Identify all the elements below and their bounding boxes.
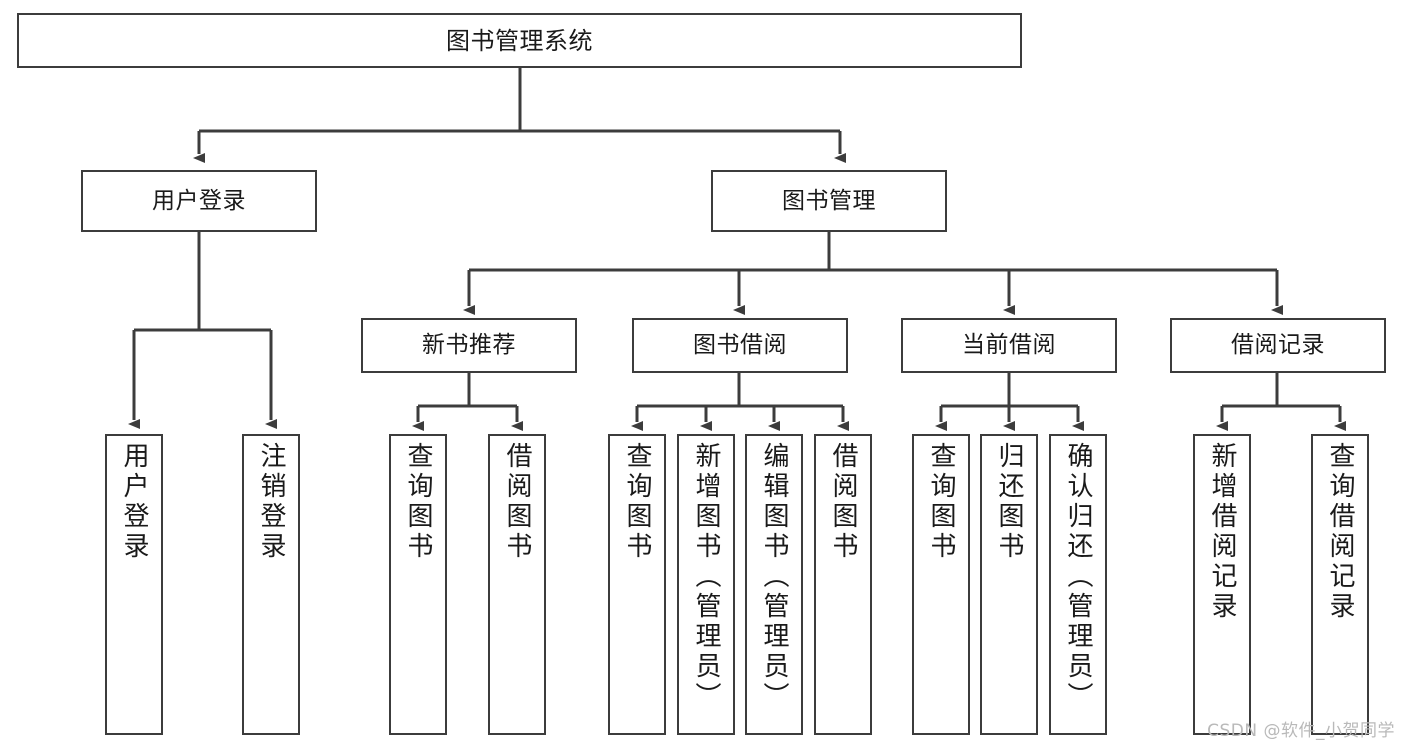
node-borrow-record[interactable]: 借阅记录 [1170, 318, 1386, 373]
leaf-current-borrow-return-book-label: 归还图书 [994, 442, 1024, 562]
node-user-login-label: 用户登录 [152, 187, 246, 214]
leaf-new-book-borrow-book-label: 借阅图书 [502, 442, 532, 562]
leaf-current-borrow-confirm-return[interactable]: 确认归还（管理员） [1049, 434, 1107, 735]
leaf-user-login-logout-label: 注销登录 [256, 442, 286, 562]
node-borrow-record-label: 借阅记录 [1231, 332, 1325, 359]
leaf-new-book-query-book-label: 查询图书 [403, 442, 433, 562]
leaf-user-login-logout[interactable]: 注销登录 [242, 434, 300, 735]
leaf-new-book-borrow-book[interactable]: 借阅图书 [488, 434, 546, 735]
leaf-book-borrow-query-book[interactable]: 查询图书 [608, 434, 666, 735]
leaf-borrow-record-query-record-label: 查询借阅记录 [1325, 442, 1355, 622]
csdn-watermark: CSDN @软件_小贺同学 [1207, 721, 1395, 741]
leaf-borrow-record-add-record[interactable]: 新增借阅记录 [1193, 434, 1251, 735]
leaf-book-borrow-edit-book[interactable]: 编辑图书（管理员） [745, 434, 803, 735]
node-new-book-recommend-label: 新书推荐 [422, 332, 516, 359]
leaf-book-borrow-edit-book-label: 编辑图书（管理员） [759, 442, 789, 712]
leaf-book-borrow-add-book[interactable]: 新增图书（管理员） [677, 434, 735, 735]
leaf-user-login-login[interactable]: 用户登录 [105, 434, 163, 735]
node-current-borrow-label: 当前借阅 [962, 332, 1056, 359]
leaf-current-borrow-query-book[interactable]: 查询图书 [912, 434, 970, 735]
leaf-borrow-record-add-record-label: 新增借阅记录 [1207, 442, 1237, 622]
leaf-borrow-record-query-record[interactable]: 查询借阅记录 [1311, 434, 1369, 735]
leaf-current-borrow-query-book-label: 查询图书 [926, 442, 956, 562]
node-user-login[interactable]: 用户登录 [81, 170, 317, 232]
node-new-book-recommend[interactable]: 新书推荐 [361, 318, 577, 373]
node-book-management-label: 图书管理 [782, 187, 876, 214]
leaf-book-borrow-add-book-label: 新增图书（管理员） [691, 442, 721, 712]
leaf-user-login-login-label: 用户登录 [119, 442, 149, 562]
leaf-book-borrow-borrow-book[interactable]: 借阅图书 [814, 434, 872, 735]
leaf-book-borrow-borrow-book-label: 借阅图书 [828, 442, 858, 562]
leaf-book-borrow-query-book-label: 查询图书 [622, 442, 652, 562]
node-root-label: 图书管理系统 [446, 26, 593, 55]
leaf-current-borrow-return-book[interactable]: 归还图书 [980, 434, 1038, 735]
node-current-borrow[interactable]: 当前借阅 [901, 318, 1117, 373]
node-book-management[interactable]: 图书管理 [711, 170, 947, 232]
leaf-current-borrow-confirm-return-label: 确认归还（管理员） [1063, 442, 1093, 712]
node-book-borrow[interactable]: 图书借阅 [632, 318, 848, 373]
node-root-book-management-system[interactable]: 图书管理系统 [17, 13, 1022, 68]
leaf-new-book-query-book[interactable]: 查询图书 [389, 434, 447, 735]
node-book-borrow-label: 图书借阅 [693, 332, 787, 359]
